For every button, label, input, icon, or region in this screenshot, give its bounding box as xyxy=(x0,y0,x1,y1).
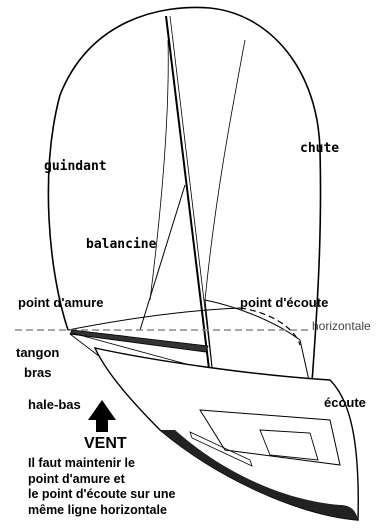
spinnaker-sheet-dashed xyxy=(240,308,300,345)
note-line: point d'amure et xyxy=(28,472,175,488)
label-hale-bas: hale-bas xyxy=(28,398,81,411)
spinnaker-seam xyxy=(150,40,168,300)
label-bras: bras xyxy=(24,366,51,379)
note-line: même ligne horizontale xyxy=(28,503,175,519)
label-vent: VENT xyxy=(84,436,127,452)
note-line: Il faut maintenir le xyxy=(28,456,175,472)
label-horizontale: horizontale xyxy=(312,320,371,332)
wind-arrow xyxy=(88,400,116,432)
label-chute: chute xyxy=(300,142,339,155)
label-point-ecoute: point d'écoute xyxy=(240,296,328,309)
note-line: le point d'écoute sur une xyxy=(28,487,175,503)
label-guindant: guindant xyxy=(44,160,107,173)
label-point-amure: point d'amure xyxy=(18,296,103,309)
label-tangon: tangon xyxy=(16,346,59,359)
mast xyxy=(166,16,215,418)
spinnaker-pole xyxy=(70,330,208,352)
label-ecoute: écoute xyxy=(324,396,366,409)
instruction-note: Il faut maintenir le point d'amure et le… xyxy=(28,456,175,518)
spinnaker-foot xyxy=(68,308,240,330)
spinnaker-seam xyxy=(205,40,245,300)
label-balancine: balancine xyxy=(86,238,156,251)
topping-lift xyxy=(140,185,185,330)
